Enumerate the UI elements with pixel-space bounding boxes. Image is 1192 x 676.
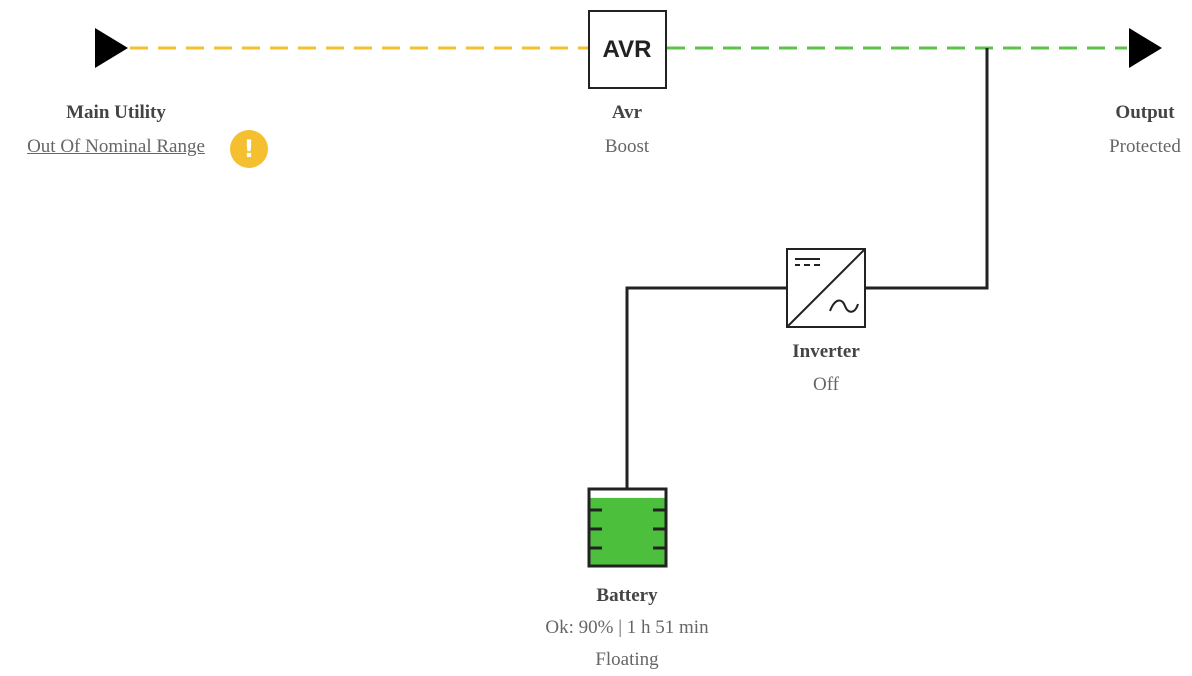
input-arrow-icon [95,28,128,68]
main-utility-status-link[interactable]: Out Of Nominal Range [27,136,205,157]
avr-status: Boost [604,136,650,157]
inverter-box[interactable] [786,248,866,328]
main-utility-label: Main Utility Out Of Nominal Range [0,101,232,158]
avr-box[interactable]: AVR [588,10,667,89]
battery-title: Battery [596,585,658,606]
warning-icon[interactable]: ! [230,130,268,168]
inverter-output-wire [866,48,989,290]
output-label: Output Protected [1085,101,1192,158]
ac-wave-icon [829,299,859,313]
battery-mode: Floating [595,649,659,670]
inverter-label: Inverter Off [766,340,886,396]
inverter-title: Inverter [792,341,860,362]
dc-icon [795,258,820,266]
battery-label: Battery Ok: 90% | 1 h 51 min Floating [500,580,754,676]
main-utility-title: Main Utility [66,102,166,123]
battery-status: Ok: 90% | 1 h 51 min [545,617,709,638]
battery-icon[interactable] [587,487,668,568]
avr-box-text: AVR [603,36,652,63]
output-arrow-icon [1129,28,1162,68]
inverter-status: Off [812,374,840,395]
battery-inverter-wire [625,286,787,489]
output-status: Protected [1109,136,1181,157]
battery-fill [590,497,665,565]
output-title: Output [1115,102,1175,123]
avr-label: Avr Boost [567,101,687,158]
avr-title: Avr [611,102,643,123]
